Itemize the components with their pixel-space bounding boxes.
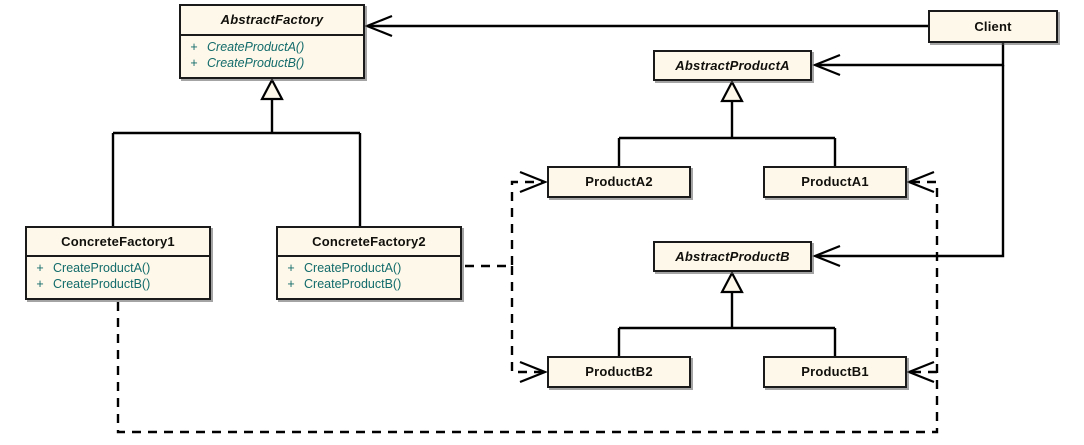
generalization-product-a xyxy=(617,79,837,166)
class-concrete-factory-1[interactable]: ConcreteFactory1 + CreateProductA() + Cr… xyxy=(25,226,211,300)
association-client-abstractfactory xyxy=(364,14,928,38)
operation-row: + CreateProductA() xyxy=(278,260,460,276)
class-product-b1[interactable]: ProductB1 xyxy=(763,356,907,388)
association-client-abstractproductb xyxy=(812,65,1005,268)
dependency-concretefactory1-arrowheads xyxy=(906,170,935,384)
association-client-abstractproducta xyxy=(812,43,1005,77)
class-abstract-factory[interactable]: AbstractFactory + CreateProductA() + Cre… xyxy=(179,4,365,79)
operation-name: CreateProductB() xyxy=(53,277,151,291)
class-name-product-b2: ProductB2 xyxy=(585,364,653,379)
class-client[interactable]: Client xyxy=(928,10,1058,43)
operation-name: CreateProductB() xyxy=(304,277,402,291)
operation-name: CreateProductB() xyxy=(207,56,305,70)
operation-row: + CreateProductB() xyxy=(181,55,363,71)
class-name-product-a1: ProductA1 xyxy=(801,174,869,189)
compartment-divider xyxy=(27,255,209,257)
dependency-concretefactory2-arrowheads xyxy=(519,170,548,384)
operation-row: + CreateProductA() xyxy=(181,39,363,55)
operations-compartment: + CreateProductA() + CreateProductB() xyxy=(181,36,363,73)
class-name-concrete-factory-1: ConcreteFactory1 xyxy=(61,234,175,249)
operation-row: + CreateProductB() xyxy=(27,276,209,292)
class-product-a2[interactable]: ProductA2 xyxy=(547,166,691,198)
operation-name: CreateProductA() xyxy=(53,261,151,275)
compartment-divider xyxy=(278,255,460,257)
class-name-concrete-factory-2: ConcreteFactory2 xyxy=(312,234,426,249)
class-name-abstract-product-a: AbstractProductA xyxy=(675,58,790,73)
generalization-product-b xyxy=(617,270,837,356)
generalization-factories xyxy=(111,77,362,226)
class-abstract-product-a[interactable]: AbstractProductA xyxy=(653,50,812,81)
class-product-a1[interactable]: ProductA1 xyxy=(763,166,907,198)
class-concrete-factory-2[interactable]: ConcreteFactory2 + CreateProductA() + Cr… xyxy=(276,226,462,300)
class-name-product-b1: ProductB1 xyxy=(801,364,869,379)
operation-name: CreateProductA() xyxy=(304,261,402,275)
dependency-concretefactory1-products xyxy=(116,180,939,434)
class-abstract-product-b[interactable]: AbstractProductB xyxy=(653,241,812,272)
class-product-b2[interactable]: ProductB2 xyxy=(547,356,691,388)
visibility-marker: + xyxy=(190,40,198,54)
visibility-marker: + xyxy=(287,277,295,291)
class-name-product-a2: ProductA2 xyxy=(585,174,653,189)
compartment-divider xyxy=(181,34,363,36)
visibility-marker: + xyxy=(36,261,44,275)
visibility-marker: + xyxy=(287,261,295,275)
dependency-concretefactory2-products xyxy=(465,180,544,374)
class-name-abstract-factory: AbstractFactory xyxy=(220,12,324,27)
operations-compartment: + CreateProductA() + CreateProductB() xyxy=(278,257,460,294)
class-name-client: Client xyxy=(974,19,1012,34)
visibility-marker: + xyxy=(190,56,198,70)
operation-name: CreateProductA() xyxy=(207,40,305,54)
operation-row: + CreateProductB() xyxy=(278,276,460,292)
operations-compartment: + CreateProductA() + CreateProductB() xyxy=(27,257,209,294)
class-name-abstract-product-b: AbstractProductB xyxy=(675,249,790,264)
operation-row: + CreateProductA() xyxy=(27,260,209,276)
visibility-marker: + xyxy=(36,277,44,291)
